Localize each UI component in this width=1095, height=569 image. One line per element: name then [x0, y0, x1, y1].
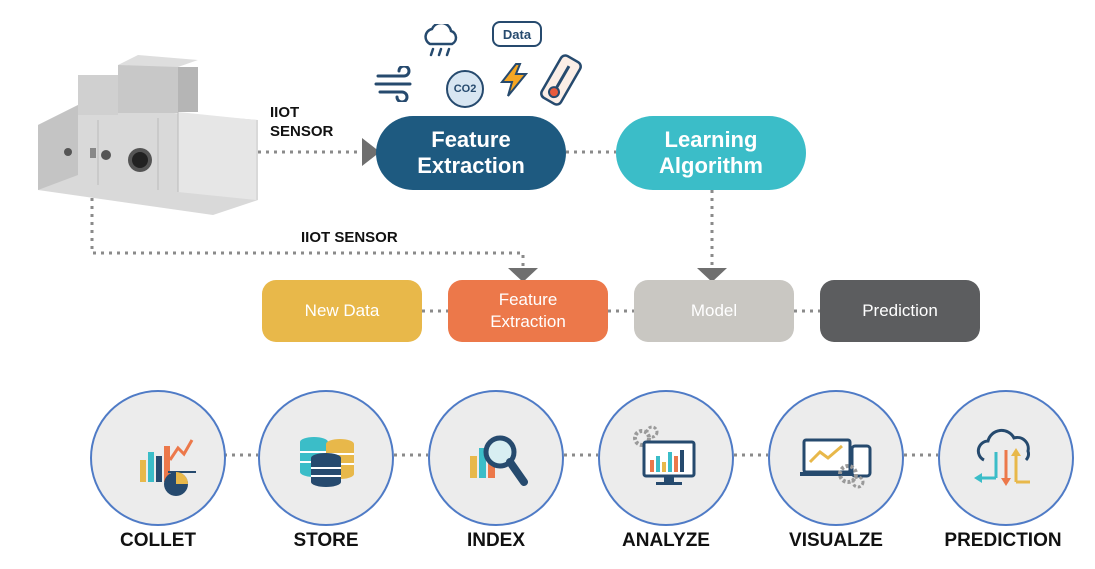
collect-step-circle	[90, 390, 226, 526]
analyze-step-circle	[598, 390, 734, 526]
data-badge: Data	[492, 21, 542, 47]
feature-extraction-node-top: Feature Extraction	[376, 116, 566, 190]
step-label-collet: COLLET	[120, 530, 196, 551]
step-label-visualze: VISUALZE	[789, 530, 883, 551]
step-label-prediction: PREDICTION	[944, 530, 1062, 551]
learning-algorithm-node: Learning Algorithm	[616, 116, 806, 190]
arrowhead-right	[362, 138, 380, 166]
prediction-node: Prediction	[820, 280, 980, 342]
monitor-analyze-icon	[633, 425, 696, 485]
chart-collect-icon	[140, 439, 196, 496]
feature-extraction-node: Feature Extraction	[448, 280, 608, 342]
lightning-icon	[499, 63, 529, 97]
magnifier-index-icon	[470, 435, 528, 486]
index-step-circle	[428, 390, 564, 526]
prediction-step-circle	[938, 390, 1074, 526]
arrowhead-down-feature	[508, 268, 538, 282]
data-badge-label: Data	[502, 26, 532, 42]
model-node: Model	[634, 280, 794, 342]
arrowhead-down-model	[697, 268, 727, 282]
step-label-store: STORE	[293, 530, 359, 551]
co2-badge-label: CO2	[453, 83, 477, 95]
step-label-analyze: ANALYZE	[622, 530, 710, 551]
iiot-sensor-label-top: IIOT SENSOR	[270, 104, 334, 140]
wind-icon	[374, 66, 412, 102]
devices-visualize-icon	[800, 438, 872, 489]
new-data-node: New Data	[262, 280, 422, 342]
database-store-icon	[300, 437, 354, 487]
step-label-index: INDEX	[466, 530, 526, 551]
hvac-unit-image	[38, 55, 258, 215]
cloud-rain-icon	[424, 24, 458, 57]
store-step-circle	[258, 390, 394, 526]
visualize-step-circle	[768, 390, 904, 526]
thermometer-icon	[540, 54, 582, 106]
cloud-prediction-icon	[974, 428, 1030, 486]
iiot-sensor-label-mid: IIOT SENSOR	[301, 229, 398, 246]
co2-badge: CO2	[446, 70, 484, 108]
